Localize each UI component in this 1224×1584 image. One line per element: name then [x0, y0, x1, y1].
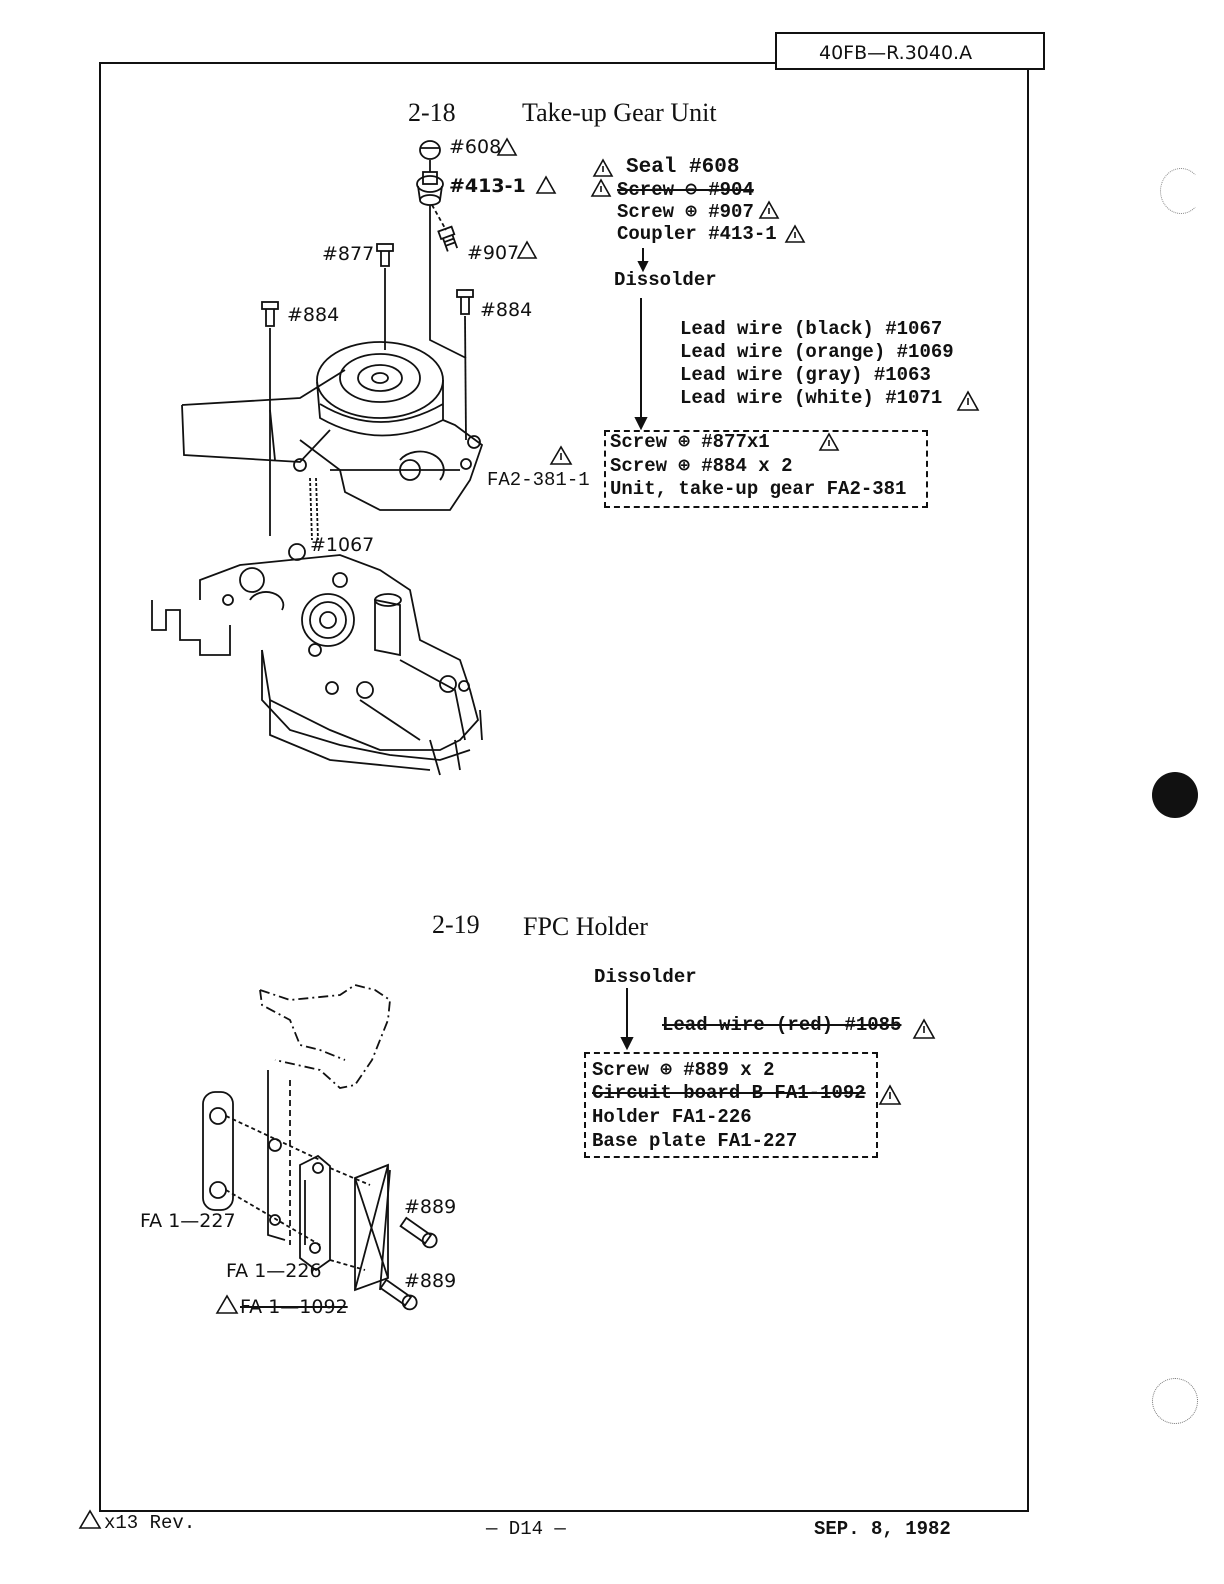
section-2-19-number: 2-19: [432, 910, 480, 939]
callout-1067: #1067: [310, 534, 375, 556]
callout-413-1: #413-1: [449, 175, 526, 197]
punch-hole-mark: [1152, 772, 1198, 818]
warning-icon: [215, 1294, 239, 1314]
box-item-base-plate: Base plate FA1-227: [592, 1130, 798, 1152]
step-dissolder: Dissolder: [614, 269, 717, 291]
box-item-take-up-gear: Unit, take-up gear FA2-381: [610, 478, 907, 500]
lead-wire-orange: Lead wire (orange) #1069: [680, 341, 954, 363]
box-item-circuit-board-struck: Circuit board B FA1-1092: [592, 1082, 866, 1104]
step-seal: Seal #608: [626, 156, 740, 179]
lead-wire-gray: Lead wire (gray) #1063: [680, 364, 931, 386]
footer-revision: x13 Rev.: [104, 1512, 196, 1534]
callout-fa1-227: FA 1—227: [140, 1210, 236, 1232]
step-dissolder-2-19: Dissolder: [594, 966, 697, 988]
callout-889-top: #889: [404, 1196, 457, 1218]
callout-877: #877: [322, 243, 375, 265]
box-item-screw-889: Screw ⊕ #889 x 2: [592, 1059, 775, 1081]
callout-884-left: #884: [287, 304, 340, 326]
warning-icon: [878, 1084, 902, 1105]
callout-608: #608: [449, 136, 502, 158]
warning-icon: [516, 240, 538, 259]
warning-icon: [590, 178, 612, 197]
lead-wire-white: Lead wire (white) #1071: [680, 387, 943, 409]
box-item-holder: Holder FA1-226: [592, 1106, 752, 1128]
punch-hole-outline: [1160, 168, 1202, 214]
section-2-18-title: Take-up Gear Unit: [522, 98, 717, 127]
footer-page: — D14 —: [486, 1518, 566, 1540]
box-item-screw-884: Screw ⊕ #884 x 2: [610, 455, 793, 477]
warning-icon: [496, 137, 518, 156]
removal-box-2-18: Screw ⊕ #877x1 Screw ⊕ #884 x 2 Unit, ta…: [604, 430, 928, 508]
callout-884-right: #884: [480, 299, 533, 321]
document-number: 40FB—R.3040.A: [775, 32, 1045, 70]
warning-icon: [78, 1509, 102, 1529]
fa2-381-1-label: FA2-381-1: [487, 469, 590, 491]
page-frame: [99, 62, 1029, 1512]
step-screw-struck: Screw ⊖ #904: [617, 179, 754, 201]
lead-wire-red-struck: Lead wire (red) #1085: [662, 1014, 902, 1036]
take-up-gear-unit-drawing: [151, 140, 484, 776]
section-2-19-title: FPC Holder: [523, 912, 648, 941]
warning-icon: [758, 200, 780, 219]
warning-icon: [549, 445, 573, 465]
punch-hole-outline: [1152, 1378, 1198, 1424]
box-item-screw-877: Screw ⊕ #877x1: [610, 431, 770, 453]
callout-fa1-226: FA 1—226: [226, 1260, 322, 1282]
warning-icon: [818, 432, 840, 451]
callout-889-bottom: #889: [404, 1270, 457, 1292]
callout-907: #907: [467, 242, 520, 264]
warning-icon: [784, 224, 806, 243]
callout-fa1-1092-struck: FA 1—1092: [240, 1296, 348, 1318]
section-2-18-number: 2-18: [408, 98, 456, 127]
arrows: [620, 248, 649, 1051]
step-screw: Screw ⊕ #907: [617, 201, 754, 223]
lead-wire-black: Lead wire (black) #1067: [680, 318, 943, 340]
removal-box-2-19: Screw ⊕ #889 x 2 Circuit board B FA1-109…: [584, 1052, 878, 1158]
fpc-holder-drawing: [202, 984, 438, 1311]
warning-icon: [592, 158, 614, 177]
warning-icon: [912, 1018, 936, 1039]
footer-date: SEP. 8, 1982: [814, 1518, 951, 1540]
step-coupler: Coupler #413-1: [617, 223, 777, 245]
warning-icon: [956, 390, 980, 411]
warning-icon: [535, 175, 557, 194]
